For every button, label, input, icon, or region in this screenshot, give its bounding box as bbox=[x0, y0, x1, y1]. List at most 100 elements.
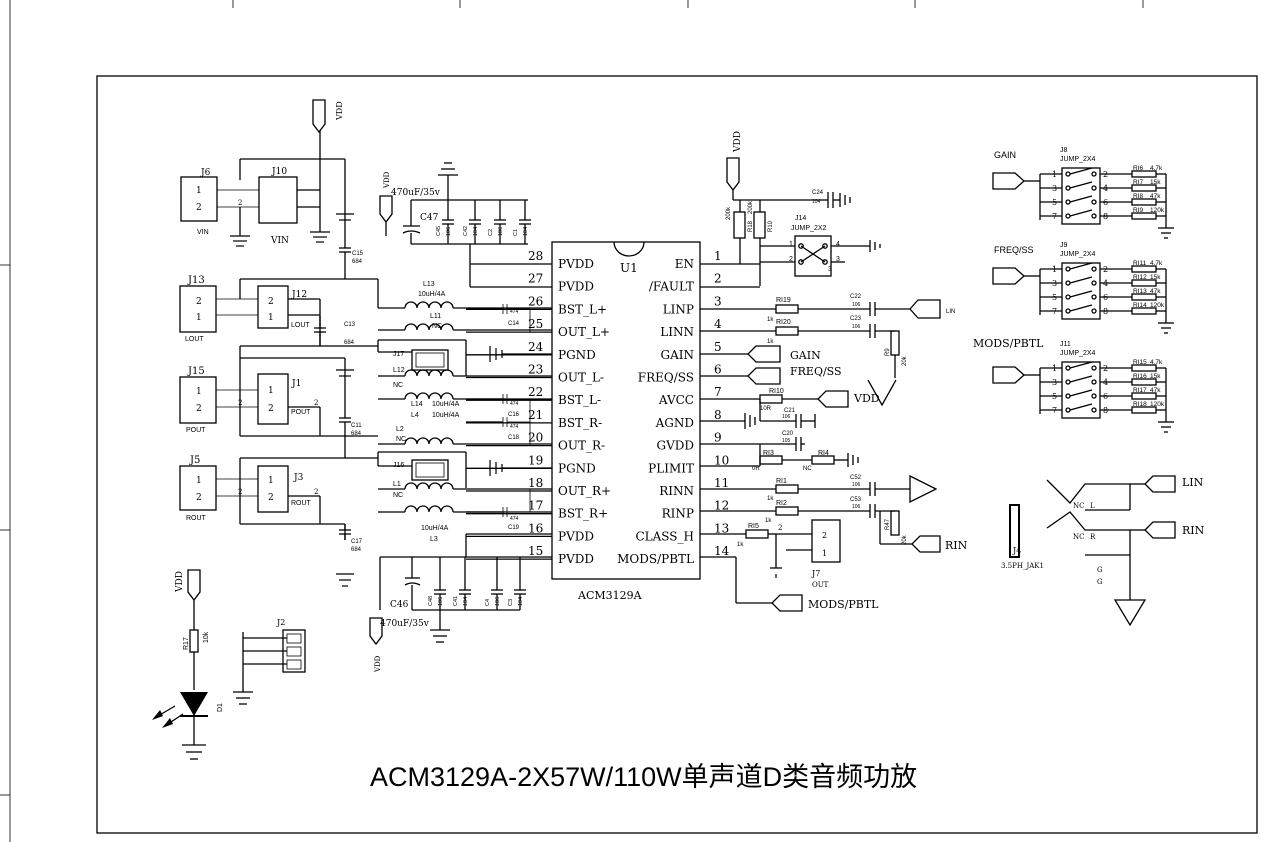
svg-text:4.7k: 4.7k bbox=[1150, 165, 1163, 172]
svg-text:J9: J9 bbox=[1060, 242, 1068, 249]
svg-text:C42: C42 bbox=[463, 226, 469, 236]
ic-pin-1: 1EN bbox=[675, 249, 722, 271]
j3-ref: J3 bbox=[293, 473, 304, 483]
r10-val: 200k bbox=[748, 200, 754, 214]
c18-val: 474 bbox=[510, 424, 519, 430]
svg-text:2: 2 bbox=[789, 256, 793, 263]
c46-ref: C46 bbox=[390, 600, 409, 610]
svg-text:47k: 47k bbox=[1150, 387, 1161, 394]
svg-text:NC: NC bbox=[396, 436, 406, 443]
pin-number: 2 bbox=[714, 272, 722, 286]
pin-number: 9 bbox=[714, 431, 722, 445]
c24-ref: C24 bbox=[812, 190, 824, 196]
pin-number: 12 bbox=[714, 499, 729, 513]
j15-ref: J15 bbox=[187, 366, 205, 377]
vdd-net-avcc: VDD bbox=[853, 392, 880, 405]
pin-number: 11 bbox=[714, 476, 729, 490]
svg-text:7: 7 bbox=[1052, 406, 1057, 415]
led-d1 bbox=[180, 692, 208, 716]
svg-text:C1: C1 bbox=[513, 229, 519, 236]
j1-ref: J1 bbox=[291, 379, 301, 389]
pin-name: LINN bbox=[660, 325, 694, 339]
pin-number: 3 bbox=[714, 294, 722, 308]
rout-label: ROUT bbox=[186, 515, 207, 522]
svg-text:MODS/PBTL: MODS/PBTL bbox=[973, 337, 1044, 350]
pin-name: PGND bbox=[558, 348, 596, 362]
pin-name: RINN bbox=[659, 484, 694, 498]
lin-net-small: LIN bbox=[946, 309, 955, 315]
svg-text:106: 106 bbox=[852, 302, 861, 308]
svg-text:120k: 120k bbox=[1150, 207, 1165, 214]
svg-text:120k: 120k bbox=[1150, 302, 1165, 309]
pin-name: OUT_L- bbox=[558, 371, 604, 385]
pin-number: 7 bbox=[714, 385, 722, 399]
c14-ref: C14 bbox=[508, 321, 520, 327]
c14-val: 474 bbox=[510, 309, 519, 315]
pin-name: MODS/PBTL bbox=[617, 552, 694, 566]
svg-text:G: G bbox=[1097, 578, 1103, 586]
c22-ref: C22 bbox=[850, 294, 862, 300]
vin-label: VIN bbox=[270, 236, 289, 246]
svg-text:47k: 47k bbox=[1150, 288, 1161, 295]
pin-number: 1 bbox=[714, 249, 722, 263]
svg-text:106: 106 bbox=[438, 597, 444, 606]
svg-text:106: 106 bbox=[852, 504, 861, 510]
c53-ref: C53 bbox=[850, 497, 862, 503]
pin-number: 23 bbox=[528, 363, 543, 377]
svg-text:RI8: RI8 bbox=[1133, 193, 1144, 200]
svg-text:10uH/4A: 10uH/4A bbox=[432, 401, 460, 408]
pin-name: EN bbox=[675, 257, 694, 271]
svg-text:5: 5 bbox=[1052, 293, 1057, 302]
svg-text:RI15: RI15 bbox=[1133, 359, 1147, 366]
ri10-ref: RI10 bbox=[769, 388, 784, 395]
pin-name: PVDD bbox=[558, 257, 594, 271]
l13-ref: L13 bbox=[423, 281, 435, 288]
svg-text:JUMP_2X4: JUMP_2X4 bbox=[1060, 350, 1096, 357]
svg-text:684: 684 bbox=[351, 547, 362, 553]
j7-label: OUT bbox=[812, 581, 829, 589]
j6-ref: J6 bbox=[200, 168, 211, 178]
ri2-ref: RI2 bbox=[776, 500, 787, 507]
svg-text:C2: C2 bbox=[488, 229, 494, 236]
pin-name: LINP bbox=[663, 302, 694, 316]
svg-text:1k: 1k bbox=[767, 339, 774, 345]
output-filter: L13 10uH/4A L11 NC L12 NC L14 10uH/4A L4… bbox=[377, 281, 552, 543]
svg-text:2: 2 bbox=[268, 493, 274, 503]
svg-text:2: 2 bbox=[268, 404, 274, 414]
r10-ref: R10 bbox=[768, 220, 774, 232]
c19-val: 474 bbox=[510, 516, 519, 522]
l3-ref: L3 bbox=[430, 536, 438, 543]
j4-ref: J4 bbox=[1012, 546, 1021, 555]
pin-number: 19 bbox=[528, 453, 543, 467]
pin-name: OUT_R- bbox=[558, 439, 605, 453]
svg-text:R: R bbox=[1090, 533, 1096, 541]
svg-text:2: 2 bbox=[196, 297, 202, 307]
pin-number: 20 bbox=[528, 431, 543, 445]
svg-text:VDD: VDD bbox=[383, 171, 391, 189]
pin-number: 28 bbox=[528, 249, 543, 263]
svg-text:RI17: RI17 bbox=[1133, 387, 1147, 394]
pin-number: 13 bbox=[714, 521, 729, 535]
pin-name: AVCC bbox=[658, 393, 694, 407]
svg-text:JUMP_2X4: JUMP_2X4 bbox=[1060, 251, 1096, 258]
c11-ref: C11 bbox=[351, 423, 362, 429]
ic-part: ACM3129A bbox=[577, 589, 643, 602]
svg-text:RI16: RI16 bbox=[1133, 373, 1147, 380]
svg-text:VDD: VDD bbox=[374, 655, 382, 673]
svg-text:106: 106 bbox=[495, 597, 501, 606]
svg-text:104: 104 bbox=[518, 597, 524, 606]
svg-text:15k: 15k bbox=[1150, 179, 1161, 186]
pin-number: 14 bbox=[714, 544, 730, 558]
svg-text:1: 1 bbox=[196, 387, 202, 397]
svg-text:2: 2 bbox=[268, 297, 274, 307]
pin-number: 8 bbox=[714, 408, 722, 422]
rin-net-main: RIN bbox=[945, 539, 968, 552]
